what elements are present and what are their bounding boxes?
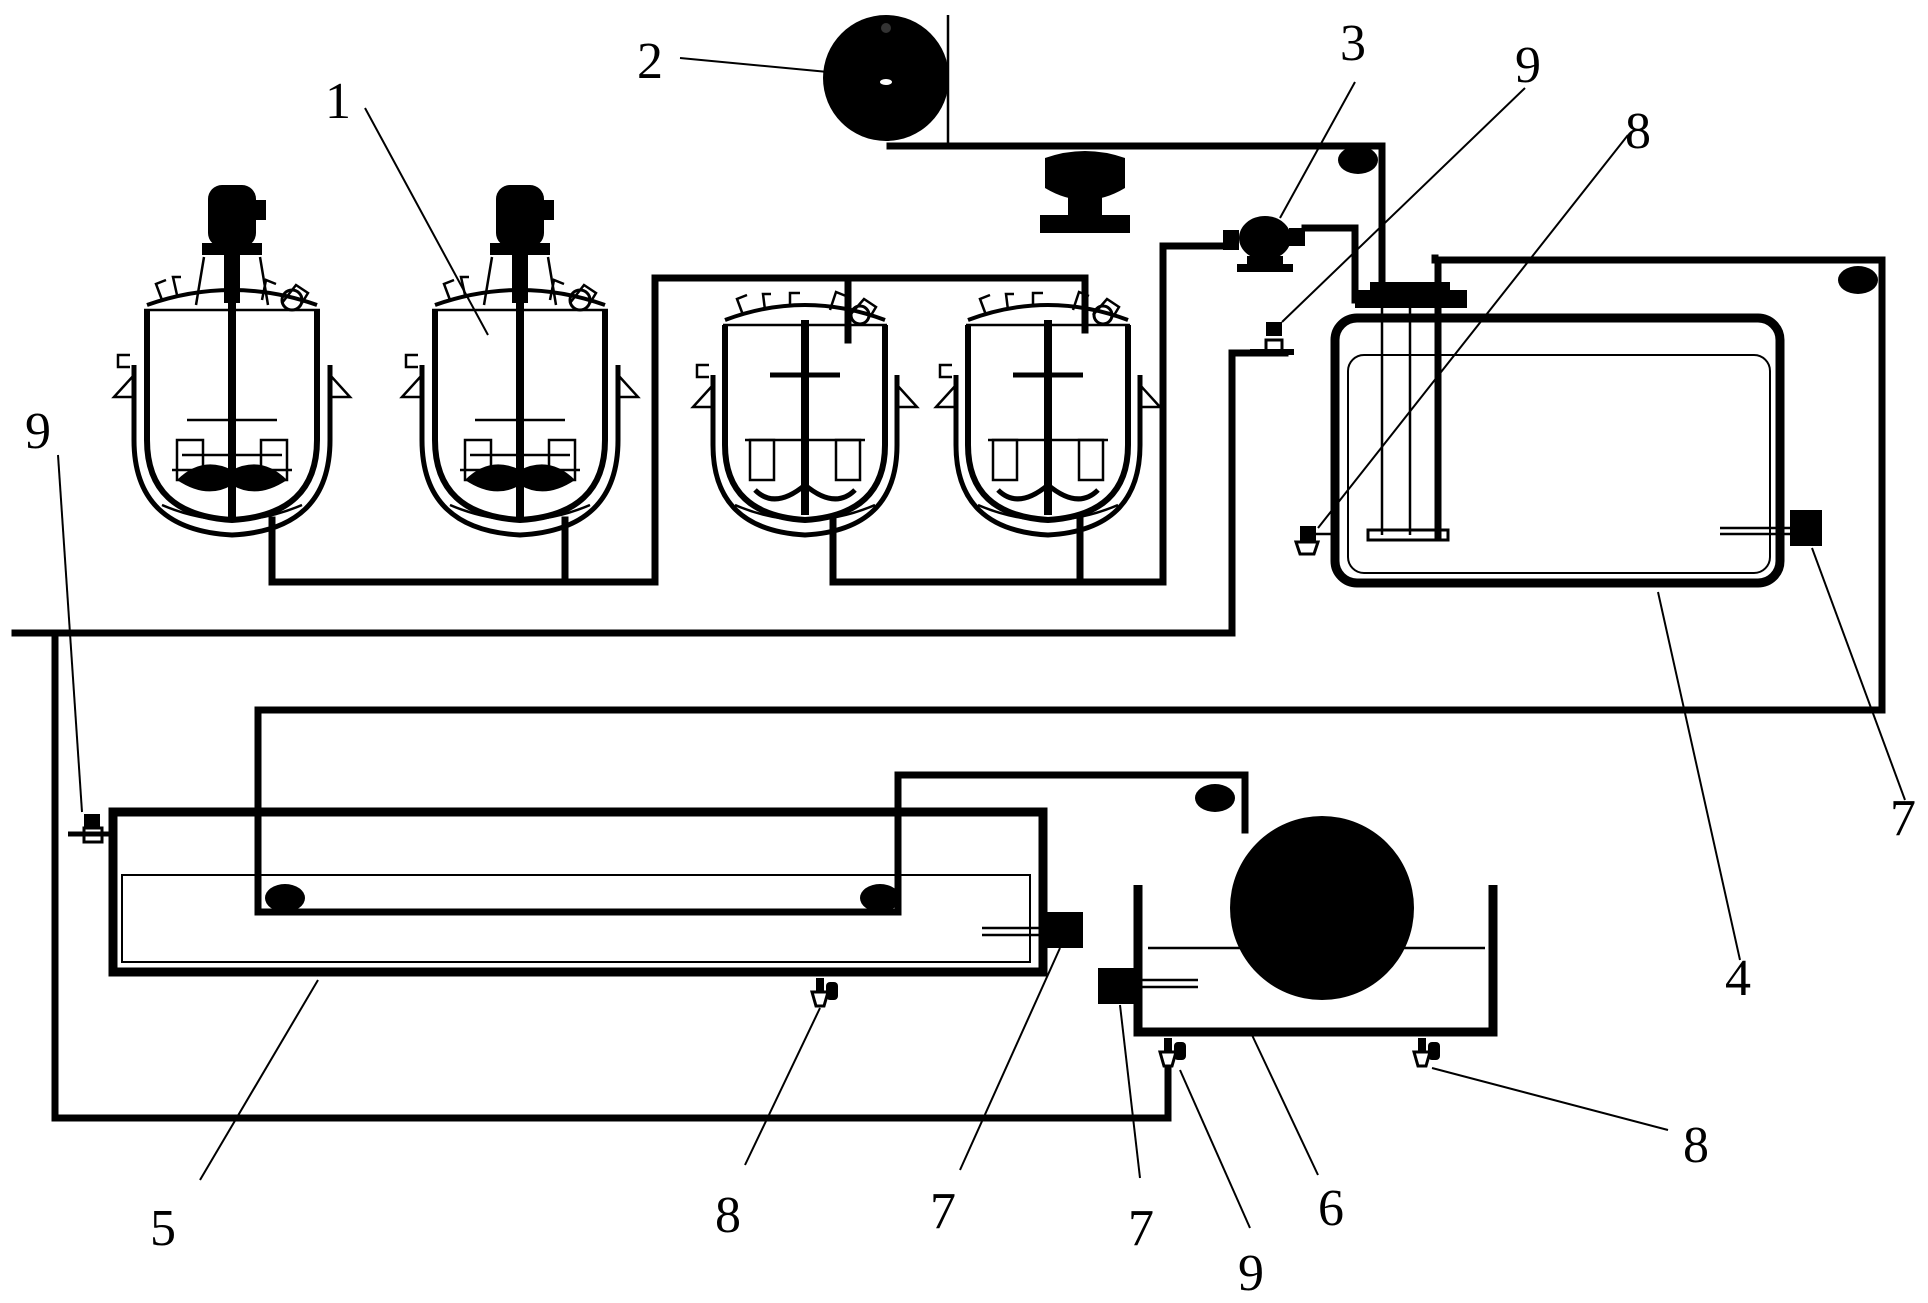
flowmeter-tank6-icon — [1195, 784, 1235, 812]
reactor-kettle-2-icon — [402, 185, 638, 535]
leader-3 — [1279, 81, 1356, 219]
flowmeter-icon — [1338, 146, 1378, 174]
label-pump-3: 3 — [1340, 15, 1366, 72]
label-kettle-1: 1 — [325, 73, 351, 130]
label-drain-8-tank4: 8 — [1625, 103, 1651, 160]
label-drain-8-tank6: 8 — [1683, 1117, 1709, 1174]
reactor-kettle-3-icon — [693, 292, 917, 535]
pump-to-tank4-pipe — [1301, 224, 1359, 304]
leader-2 — [679, 57, 829, 73]
valve-9-top-icon — [1250, 322, 1294, 355]
leader-7-tank5 — [959, 947, 1061, 1171]
flowmeter-tank4-icon — [1838, 266, 1878, 294]
reactor-kettle-1-icon — [114, 185, 350, 535]
label-heater-7-tank5: 7 — [930, 1183, 956, 1240]
label-tank-6: 6 — [1318, 1180, 1344, 1237]
label-valve-9-top: 9 — [1515, 37, 1541, 94]
pump-icon — [1223, 216, 1305, 272]
leader-1 — [364, 107, 489, 336]
label-heater-7-tank6: 7 — [1128, 1200, 1154, 1257]
leader-6 — [1251, 1034, 1319, 1176]
air-pump-icon — [823, 15, 949, 141]
leader-9-top — [1281, 87, 1526, 323]
leader-9-left — [57, 454, 83, 813]
label-air-pump-2: 2 — [637, 33, 663, 90]
kettle-34-outlet-pipe — [829, 242, 1234, 586]
label-tank-4: 4 — [1725, 950, 1751, 1007]
left-return-pipe — [51, 629, 1172, 1122]
leader-4 — [1657, 591, 1741, 961]
reactor-kettle-4-icon — [936, 292, 1160, 535]
label-heater-7-tank4: 7 — [1890, 790, 1916, 847]
tank-4 — [1293, 256, 1822, 588]
label-tank-5: 5 — [150, 1200, 176, 1257]
blower-icon — [1040, 151, 1130, 233]
leader-7-tank4 — [1811, 547, 1906, 801]
tank-6 — [1098, 816, 1498, 1068]
kettle-12-outlet-pipe — [268, 516, 569, 586]
label-valve-9-left: 9 — [25, 403, 51, 460]
leader-5 — [199, 979, 319, 1181]
leader-8-tank4 — [1317, 134, 1629, 529]
leader-8-tank6 — [1431, 1067, 1669, 1131]
leader-9-bottom — [1179, 1069, 1251, 1229]
leader-7-tank6 — [1119, 1004, 1141, 1179]
leader-8-tank5 — [744, 1007, 821, 1166]
kettle-to-kettle-pipe — [561, 274, 1089, 586]
air-line-pipe — [886, 142, 1386, 294]
label-drain-8-tank5: 8 — [715, 1187, 741, 1244]
tank-5 — [68, 807, 1083, 1008]
label-valve-9-bottom: 9 — [1238, 1245, 1264, 1302]
